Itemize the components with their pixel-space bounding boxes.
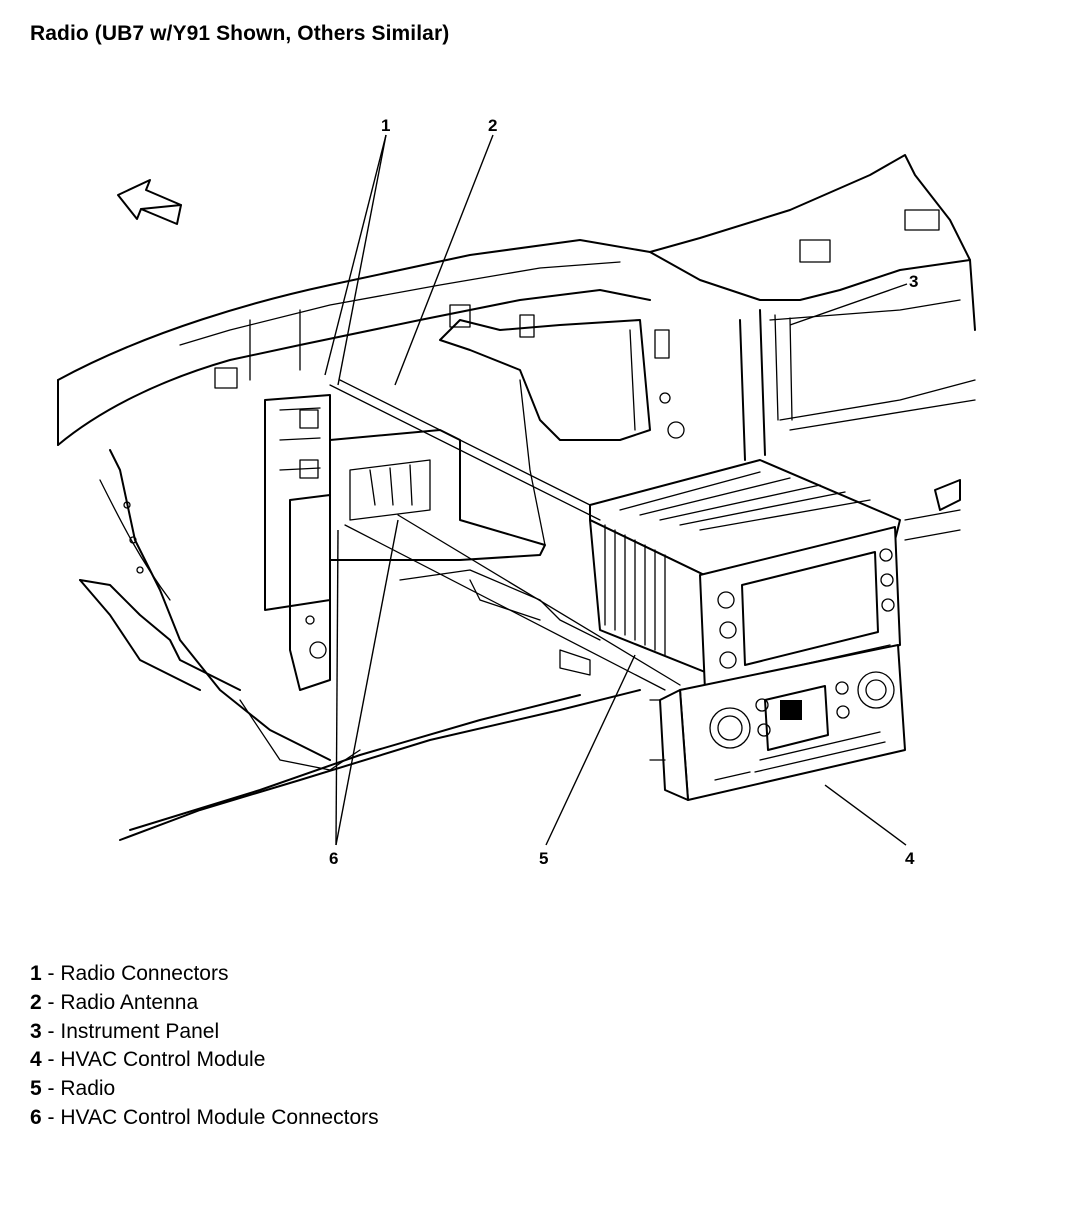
legend-item: 5 - Radio [30, 1077, 116, 1101]
radio-unit [589, 459, 901, 691]
page-title: Radio (UB7 w/Y91 Shown, Others Similar) [30, 22, 450, 45]
legend: 1 - Radio Connectors 2 - Radio Antenna 3… [30, 960, 379, 1133]
legend-item: 6 - HVAC Control Module Connectors [30, 1105, 379, 1129]
legend-item: 2 - Radio Antenna [30, 990, 199, 1014]
leader-lines [324, 134, 908, 846]
hvac-control-module [649, 644, 906, 801]
callout-6: 6 [329, 849, 338, 868]
callout-3: 3 [909, 272, 918, 291]
callout-4: 4 [905, 849, 915, 868]
legend-item: 4 - HVAC Control Module [30, 1048, 266, 1072]
callout-2: 2 [488, 116, 497, 135]
front-of-vehicle-arrow-icon [117, 179, 182, 225]
instrument-panel [57, 154, 976, 841]
callout-5: 5 [539, 849, 548, 868]
legend-item: 1 - Radio Connectors [30, 962, 229, 985]
callout-1: 1 [381, 116, 390, 135]
legend-item: 3 - Instrument Panel [30, 1019, 220, 1043]
